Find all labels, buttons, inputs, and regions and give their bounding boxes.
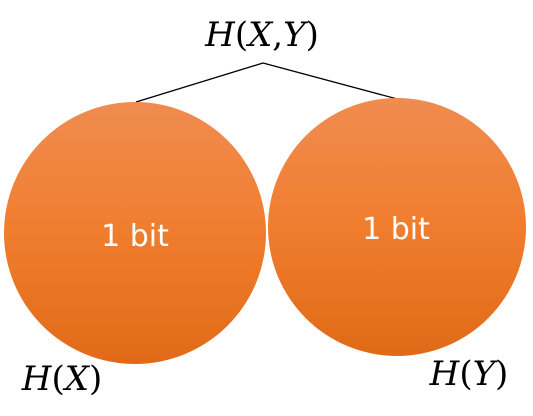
circle-hy-shape	[268, 98, 526, 356]
hy-close-paren: )	[495, 354, 508, 394]
hx-open-paren: (	[51, 359, 64, 399]
hx-close-paren: )	[89, 359, 102, 399]
joint-entropy-label: H(X,Y)	[204, 15, 319, 55]
hx-func: H	[21, 359, 53, 399]
joint-var-x: X	[245, 15, 274, 55]
circle-hy-value: 1 bit	[362, 212, 430, 247]
joint-close-paren: )	[306, 15, 319, 55]
hx-var: X	[62, 359, 91, 399]
connector-lines	[135, 62, 402, 103]
entropy-y-label: H(Y)	[429, 354, 509, 394]
joint-func: H	[204, 15, 236, 55]
hy-var: Y	[473, 354, 499, 394]
entropy-x-label: H(X)	[21, 359, 102, 399]
joint-open-paren: (	[235, 15, 248, 55]
connector-line-left	[135, 62, 264, 103]
circle-hx-value: 1 bit	[101, 219, 169, 254]
hy-open-paren: (	[459, 354, 472, 394]
circle-hx: 1 bit	[4, 102, 266, 364]
connector-line-right	[262, 62, 402, 101]
hy-func: H	[429, 354, 461, 394]
joint-comma: ,	[272, 15, 283, 55]
circle-hx-shape	[4, 102, 266, 364]
circle-hy: 1 bit	[268, 98, 526, 356]
joint-var-y: Y	[283, 15, 309, 55]
